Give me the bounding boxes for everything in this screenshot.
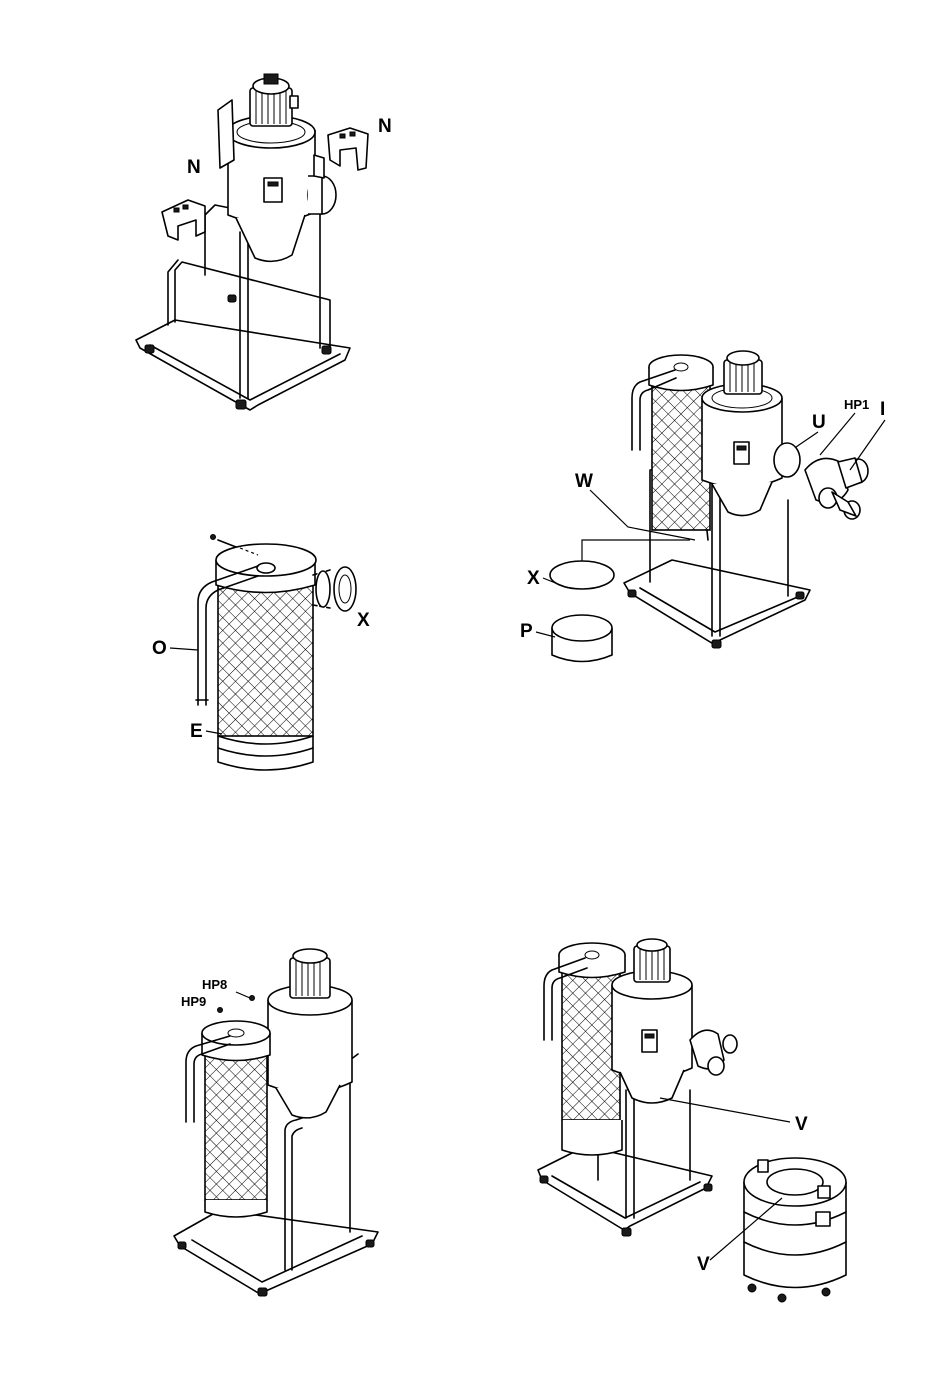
figure-4: HP8 HP9 [174,949,378,1296]
filter-cartridge-icon [216,544,316,770]
cyclone-icon [702,384,800,516]
label-w: W [575,471,593,492]
cyclone-icon [612,971,737,1103]
label-u: U [812,412,826,433]
figure-1: N N [136,74,392,410]
inlet-manifold [805,458,868,519]
label-x: X [527,568,540,589]
figure-2: X O E [152,535,370,771]
collection-drum-icon [744,1158,846,1302]
filter-cartridge-icon [186,1021,270,1217]
motor-icon [724,351,762,394]
label-hp9: HP9 [181,994,206,1009]
label-i: I [880,399,885,420]
label-o: O [152,638,167,659]
motor-icon [250,74,298,126]
label-n-right: N [378,116,392,137]
label-e: E [190,721,203,742]
label-p: P [520,621,533,642]
motor-icon [634,939,670,982]
motor-icon [290,949,330,998]
label-hp1: HP1 [844,397,869,412]
figure-5: V V [538,939,846,1302]
figure-3: HP1 I U W X P [520,351,885,662]
label-hp8: HP8 [202,977,227,992]
label-v-top: V [795,1114,808,1135]
label-x: X [357,610,370,631]
bracket-left [162,200,205,240]
label-n-left: N [187,157,201,178]
label-v-bottom: V [697,1254,710,1275]
inlet-flange [313,567,356,611]
bracket-right [328,128,368,170]
filter-cartridge-icon [632,355,713,530]
cyclone-icon [268,985,352,1118]
